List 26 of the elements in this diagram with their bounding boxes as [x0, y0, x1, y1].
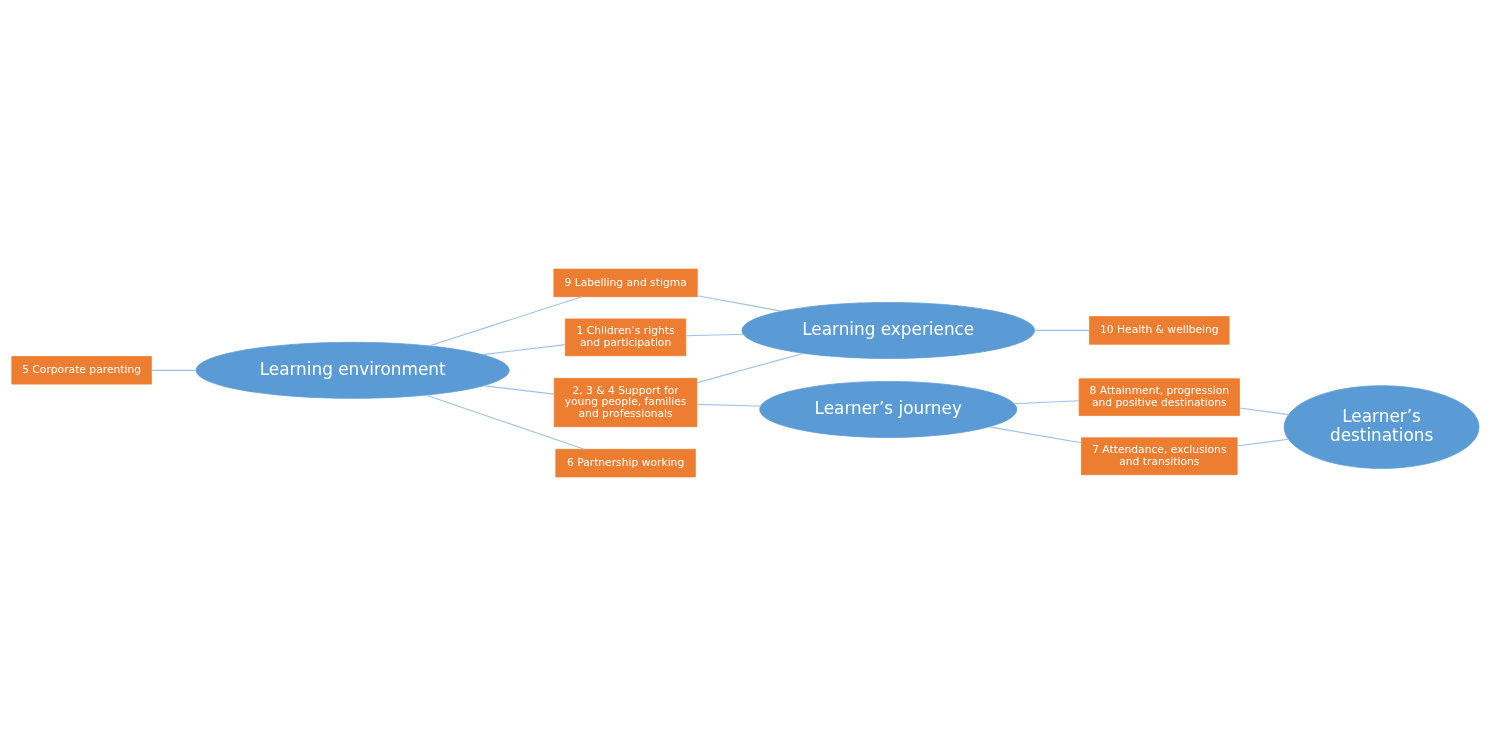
connector [150, 369, 197, 371]
connector [1013, 399, 1080, 404]
node-box: 7 Attendance, exclusions and transitions [1081, 436, 1238, 475]
connector [696, 294, 782, 312]
connector [988, 425, 1082, 443]
connector [425, 394, 585, 450]
node-box: 9 Labelling and stigma [553, 268, 698, 297]
connector [429, 295, 583, 346]
connector [482, 343, 566, 355]
node-ellipse: Learner’s journey [759, 380, 1018, 438]
node-box: 6 Partnership working [555, 448, 696, 477]
connector [1034, 329, 1090, 331]
connector [685, 333, 744, 336]
node-box: 2, 3 & 4 Support for young people, families and professionals [553, 377, 698, 427]
connector [1236, 438, 1289, 447]
node-ellipse: Learner’s destinations [1283, 384, 1480, 469]
connector [696, 352, 804, 383]
node-box: 1 Children’s rights and participation [565, 318, 687, 356]
node-box: 8 Attainment, progression and positive destinations [1078, 377, 1240, 416]
node-ellipse: Learning environment [195, 341, 510, 399]
node-ellipse: Learning experience [741, 301, 1035, 359]
node-box: 10 Health & wellbeing [1089, 315, 1230, 345]
node-box: 5 Corporate parenting [11, 355, 152, 384]
connector [483, 384, 555, 395]
connector [1239, 406, 1290, 415]
connector [696, 403, 761, 407]
